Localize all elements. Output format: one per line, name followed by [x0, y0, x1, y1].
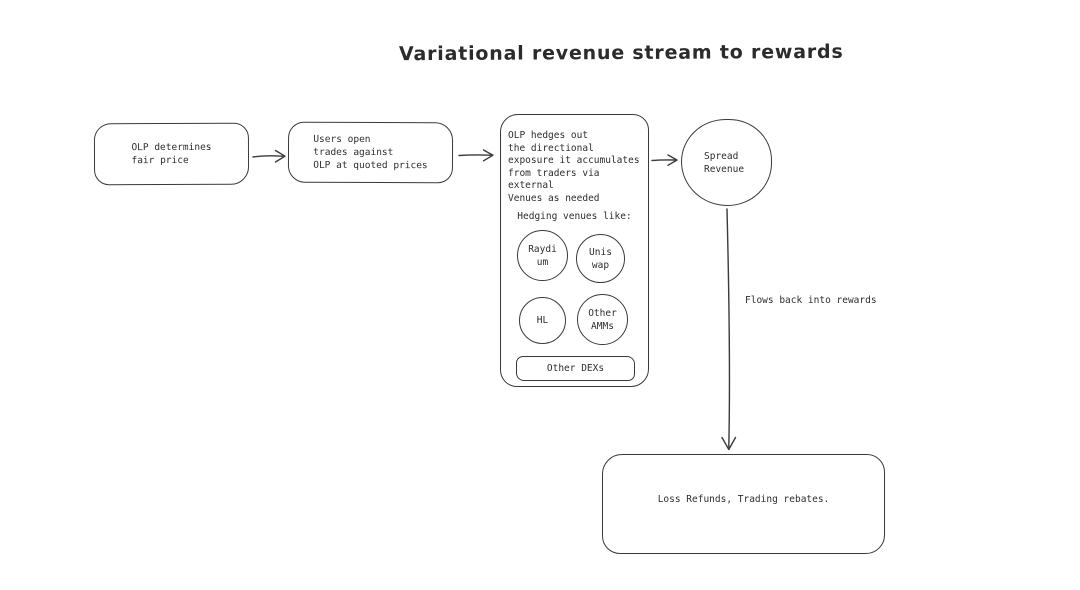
- arrow-hedge-to-spread: [651, 154, 678, 166]
- node-users-open-trades-label: Users open trades against OLP at quoted …: [313, 133, 428, 172]
- arrow-spread-to-rewards: [721, 208, 737, 451]
- venue-circle-other-amms: Other AMMs: [577, 294, 628, 345]
- hedging-venues-subtitle: Hedging venues like:: [517, 211, 632, 222]
- flows-back-into-rewards-note: Flows back into rewards: [745, 295, 877, 306]
- node-olp-determines-label: OLP determines fair price: [131, 141, 212, 167]
- node-other-dexs-label: Other DEXs: [546, 363, 605, 374]
- node-olp-determines-fair-price: OLP determines fair price: [93, 122, 250, 186]
- node-users-open-trades: Users open trades against OLP at quoted …: [287, 121, 454, 184]
- node-loss-refunds-rebates-label: Loss Refunds, Trading rebates.: [657, 493, 830, 505]
- venue-circle-hl: HL: [519, 297, 566, 344]
- arrow-users-to-hedge: [458, 149, 494, 162]
- node-loss-refunds-rebates: Loss Refunds, Trading rebates.: [602, 454, 885, 554]
- venue-raydium-label: Raydi um: [528, 243, 557, 268]
- node-spread-revenue: Spread Revenue: [681, 119, 772, 206]
- venue-hl-label: HL: [536, 315, 549, 326]
- venue-circle-uniswap: Unis wap: [576, 234, 625, 283]
- node-olp-hedges-label: OLP hedges out the directional exposure …: [508, 130, 640, 204]
- venue-other-amms-label: Other AMMs: [588, 307, 617, 332]
- venue-uniswap-label: Unis wap: [589, 246, 612, 271]
- node-other-dexs: Other DEXs: [516, 356, 635, 381]
- arrow-olp-to-users: [252, 149, 286, 163]
- diagram-title: Variational revenue stream to rewards: [398, 40, 844, 66]
- venue-circle-raydium: Raydi um: [517, 230, 568, 281]
- node-spread-revenue-label: Spread Revenue: [704, 150, 745, 175]
- node-olp-hedges: OLP hedges out the directional exposure …: [500, 114, 649, 387]
